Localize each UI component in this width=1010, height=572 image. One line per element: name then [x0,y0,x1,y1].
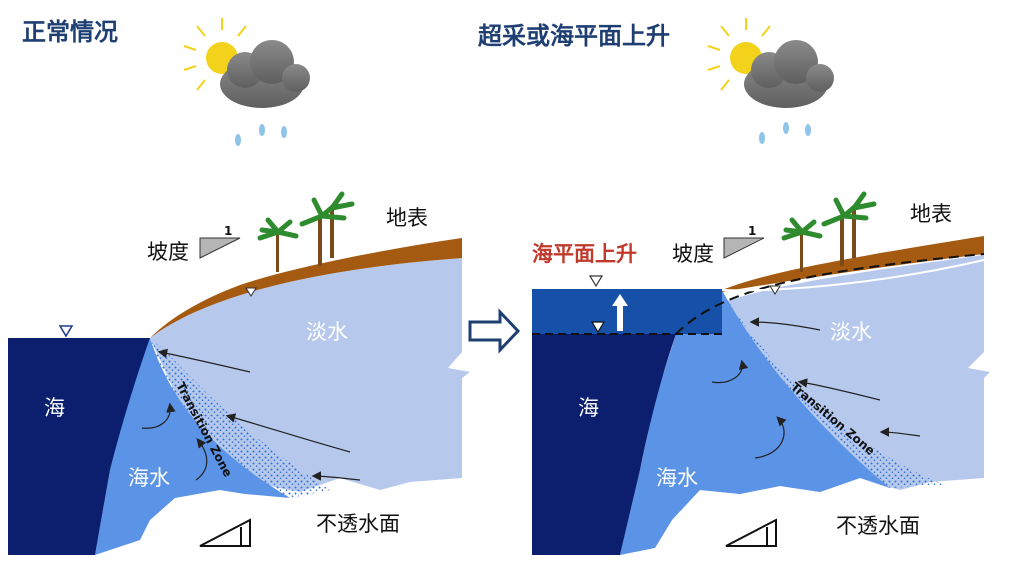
transition-arrow-icon [468,308,521,354]
sea-label: 海 [578,396,599,420]
slope-triangle-icon [199,237,241,259]
impermeable-layer-label: 不透水面 [316,512,400,536]
left-cross-section: Transition Zone [8,191,470,555]
right-heading: 超采或海平面上升 [478,22,670,50]
slope-label: 坡度 [147,240,189,264]
base-slope-icon [725,518,777,547]
sun-icon [183,18,247,91]
soil-layer [722,236,984,292]
fresh-water-label: 淡水 [306,320,348,344]
rise-arrow-icon [612,294,628,331]
base-slope-icon [199,518,251,547]
weather-icon-right [707,18,834,144]
slope-triangle-icon [723,237,765,259]
sea-label: 海 [44,396,65,420]
sea-level-rise-label: 海平面上升 [532,241,637,266]
surface-label: 地表 [910,202,952,226]
flow-arrows [141,348,361,481]
sea-body [8,338,150,555]
soil-layer [150,238,462,338]
flow-arrows [711,317,921,459]
cloud-icon [220,40,310,108]
groundwater-level-marker [769,285,781,295]
seawater-wedge [95,338,290,555]
water-level-marker [588,275,604,288]
palm-trees-icon [781,191,877,272]
impermeable-layer-label: 不透水面 [836,514,920,538]
sea-level-rise-band [532,289,722,334]
slope-value: 1 [748,224,757,238]
slope-label: 坡度 [672,242,714,266]
seawater-label: 海水 [128,466,170,490]
groundwater-level-marker [245,287,257,297]
rain-drops-icon [759,122,811,144]
right-cross-section: Transition Zone [532,191,990,555]
old-water-level-marker [590,321,606,334]
left-heading: 正常情况 [22,18,118,46]
rain-drops-icon [235,124,287,146]
palm-trees-icon [257,191,355,272]
cloud-icon [744,40,834,108]
slope-value: 1 [224,224,233,238]
water-level-marker [58,325,74,338]
seawater-wedge [620,290,890,555]
weather-icon-left [183,18,310,146]
surface-label: 地表 [386,206,428,230]
seawater-label: 海水 [656,466,698,490]
fresh-water-label: 淡水 [830,320,872,344]
sea-body [532,334,676,555]
